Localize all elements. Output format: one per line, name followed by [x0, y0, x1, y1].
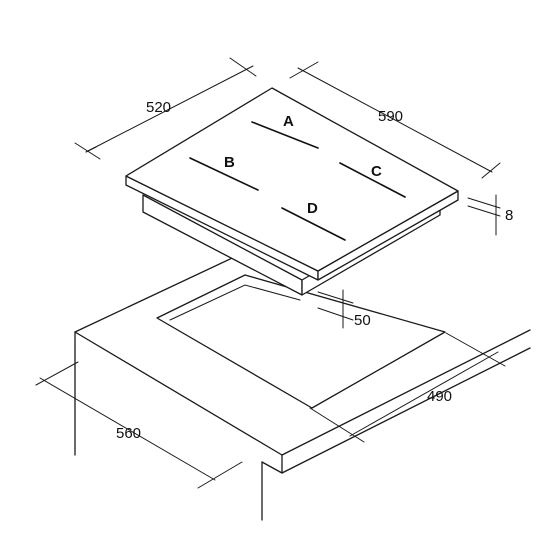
dimension-hob-width: 590	[289, 61, 501, 179]
dimension-label-560: 560	[116, 425, 141, 442]
hob-glass-top	[125, 87, 459, 272]
zone-label-b: B	[224, 154, 235, 171]
burner-c	[339, 162, 406, 198]
burner-d	[281, 207, 346, 241]
dimension-label-8: 8	[505, 207, 513, 224]
dimension-below-depth: 50	[317, 289, 371, 329]
burner-b	[189, 157, 259, 191]
dimension-label-490: 490	[427, 388, 452, 405]
zone-label-d: D	[307, 200, 318, 217]
hob: A B C D	[125, 87, 459, 296]
dimension-cutout-depth: 490	[309, 332, 506, 443]
cutout	[156, 274, 446, 409]
cutout-inner-edge	[169, 284, 301, 321]
cabinet-front-foot	[261, 461, 283, 474]
dimension-label-590: 590	[378, 108, 403, 125]
burner-a	[251, 121, 319, 149]
cutout-outline	[156, 274, 446, 409]
dimension-label-520: 520	[146, 99, 171, 116]
zone-label-a: A	[283, 113, 294, 130]
worktop	[74, 251, 531, 521]
dimension-label-50: 50	[354, 312, 371, 329]
dimension-cutout-width: 560	[35, 361, 243, 489]
dimension-hob-thickness: 8	[467, 194, 513, 236]
zone-label-c: C	[371, 163, 382, 180]
worktop-front-edge	[281, 347, 531, 474]
dimension-hob-depth: 520	[74, 57, 257, 160]
